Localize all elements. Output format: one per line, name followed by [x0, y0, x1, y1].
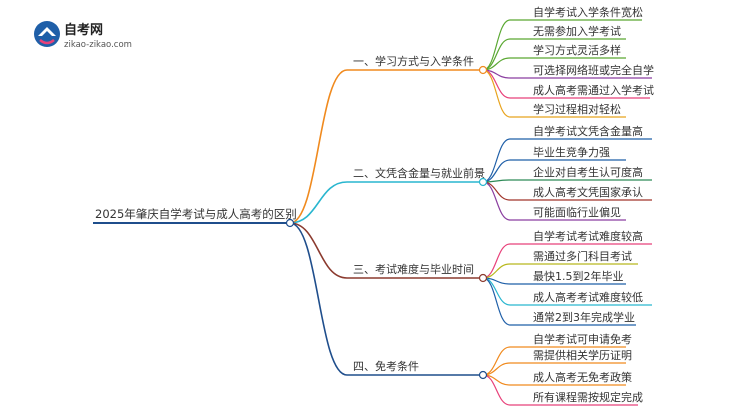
logo-cap-icon	[38, 27, 56, 36]
leaf-connector	[482, 19, 511, 71]
branch-connector	[289, 181, 348, 224]
leaf-connector	[482, 263, 511, 279]
leaf-topic: 成人高考文凭国家承认	[533, 185, 643, 199]
leaf-topic: 需通过多门科目考试	[533, 249, 632, 263]
leaf-connector	[482, 243, 511, 279]
leaf-topic: 通常2到3年完成学业	[533, 310, 635, 324]
branch-collapse-node[interactable]	[478, 273, 488, 283]
leaf-topic: 成人高考需通过入学考试	[533, 83, 654, 97]
leaf-topic: 企业对自考生认可度高	[533, 165, 643, 179]
branch-topic: 一、学习方式与入学条件	[353, 54, 474, 68]
branch-topic: 二、文凭含金量与就业前景	[353, 166, 485, 180]
leaf-topic: 可能面临行业偏见	[533, 205, 621, 219]
branch-topic: 三、考试难度与毕业时间	[353, 262, 474, 276]
leaf-topic: 需提供相关学历证明	[533, 348, 632, 362]
leaf-topic: 可选择网络班或完全自学	[533, 63, 654, 77]
branch-connector	[289, 222, 348, 279]
branch-topic: 四、免考条件	[353, 359, 419, 373]
root-collapse-node[interactable]	[285, 218, 295, 228]
leaf-connector	[482, 181, 511, 201]
leaf-topic: 成人高考考试难度较低	[533, 290, 643, 304]
leaf-connector	[482, 346, 511, 376]
leaf-topic: 自学考试文凭含金量高	[533, 124, 643, 138]
leaf-topic: 无需参加入学考试	[533, 24, 621, 38]
logo-title: 自考网	[64, 22, 103, 38]
leaf-topic: 自学考试入学条件宽松	[533, 5, 643, 19]
leaf-topic: 最快1.5到2年毕业	[533, 269, 624, 283]
leaf-topic: 毕业生竞争力强	[533, 145, 610, 159]
leaf-connector	[482, 362, 511, 376]
branch-connector	[289, 222, 348, 376]
branch-collapse-node[interactable]	[478, 370, 488, 380]
leaf-topic: 学习过程相对轻松	[533, 102, 621, 116]
branch-collapse-node[interactable]	[478, 65, 488, 75]
leaf-topic: 自学考试考试难度较高	[533, 229, 643, 243]
branch-collapse-node[interactable]	[478, 177, 488, 187]
root-topic: 2025年肇庆自学考试与成人高考的区别	[95, 207, 297, 221]
logo-swoosh-icon	[39, 39, 55, 45]
leaf-topic: 成人高考无免考政策	[533, 370, 632, 384]
leaf-topic: 所有课程需按规定完成	[533, 390, 643, 404]
logo-subtitle: zikao-zikao.com	[64, 40, 132, 50]
leaf-topic: 自学考试可申请免考	[533, 332, 632, 346]
leaf-topic: 学习方式灵活多样	[533, 43, 621, 57]
leaf-connector	[482, 159, 511, 183]
branch-connector	[289, 69, 348, 224]
logo: 自考网 zikao-zikao.com	[34, 21, 132, 50]
leaf-connector	[482, 181, 511, 221]
leaf-connector	[482, 277, 511, 326]
